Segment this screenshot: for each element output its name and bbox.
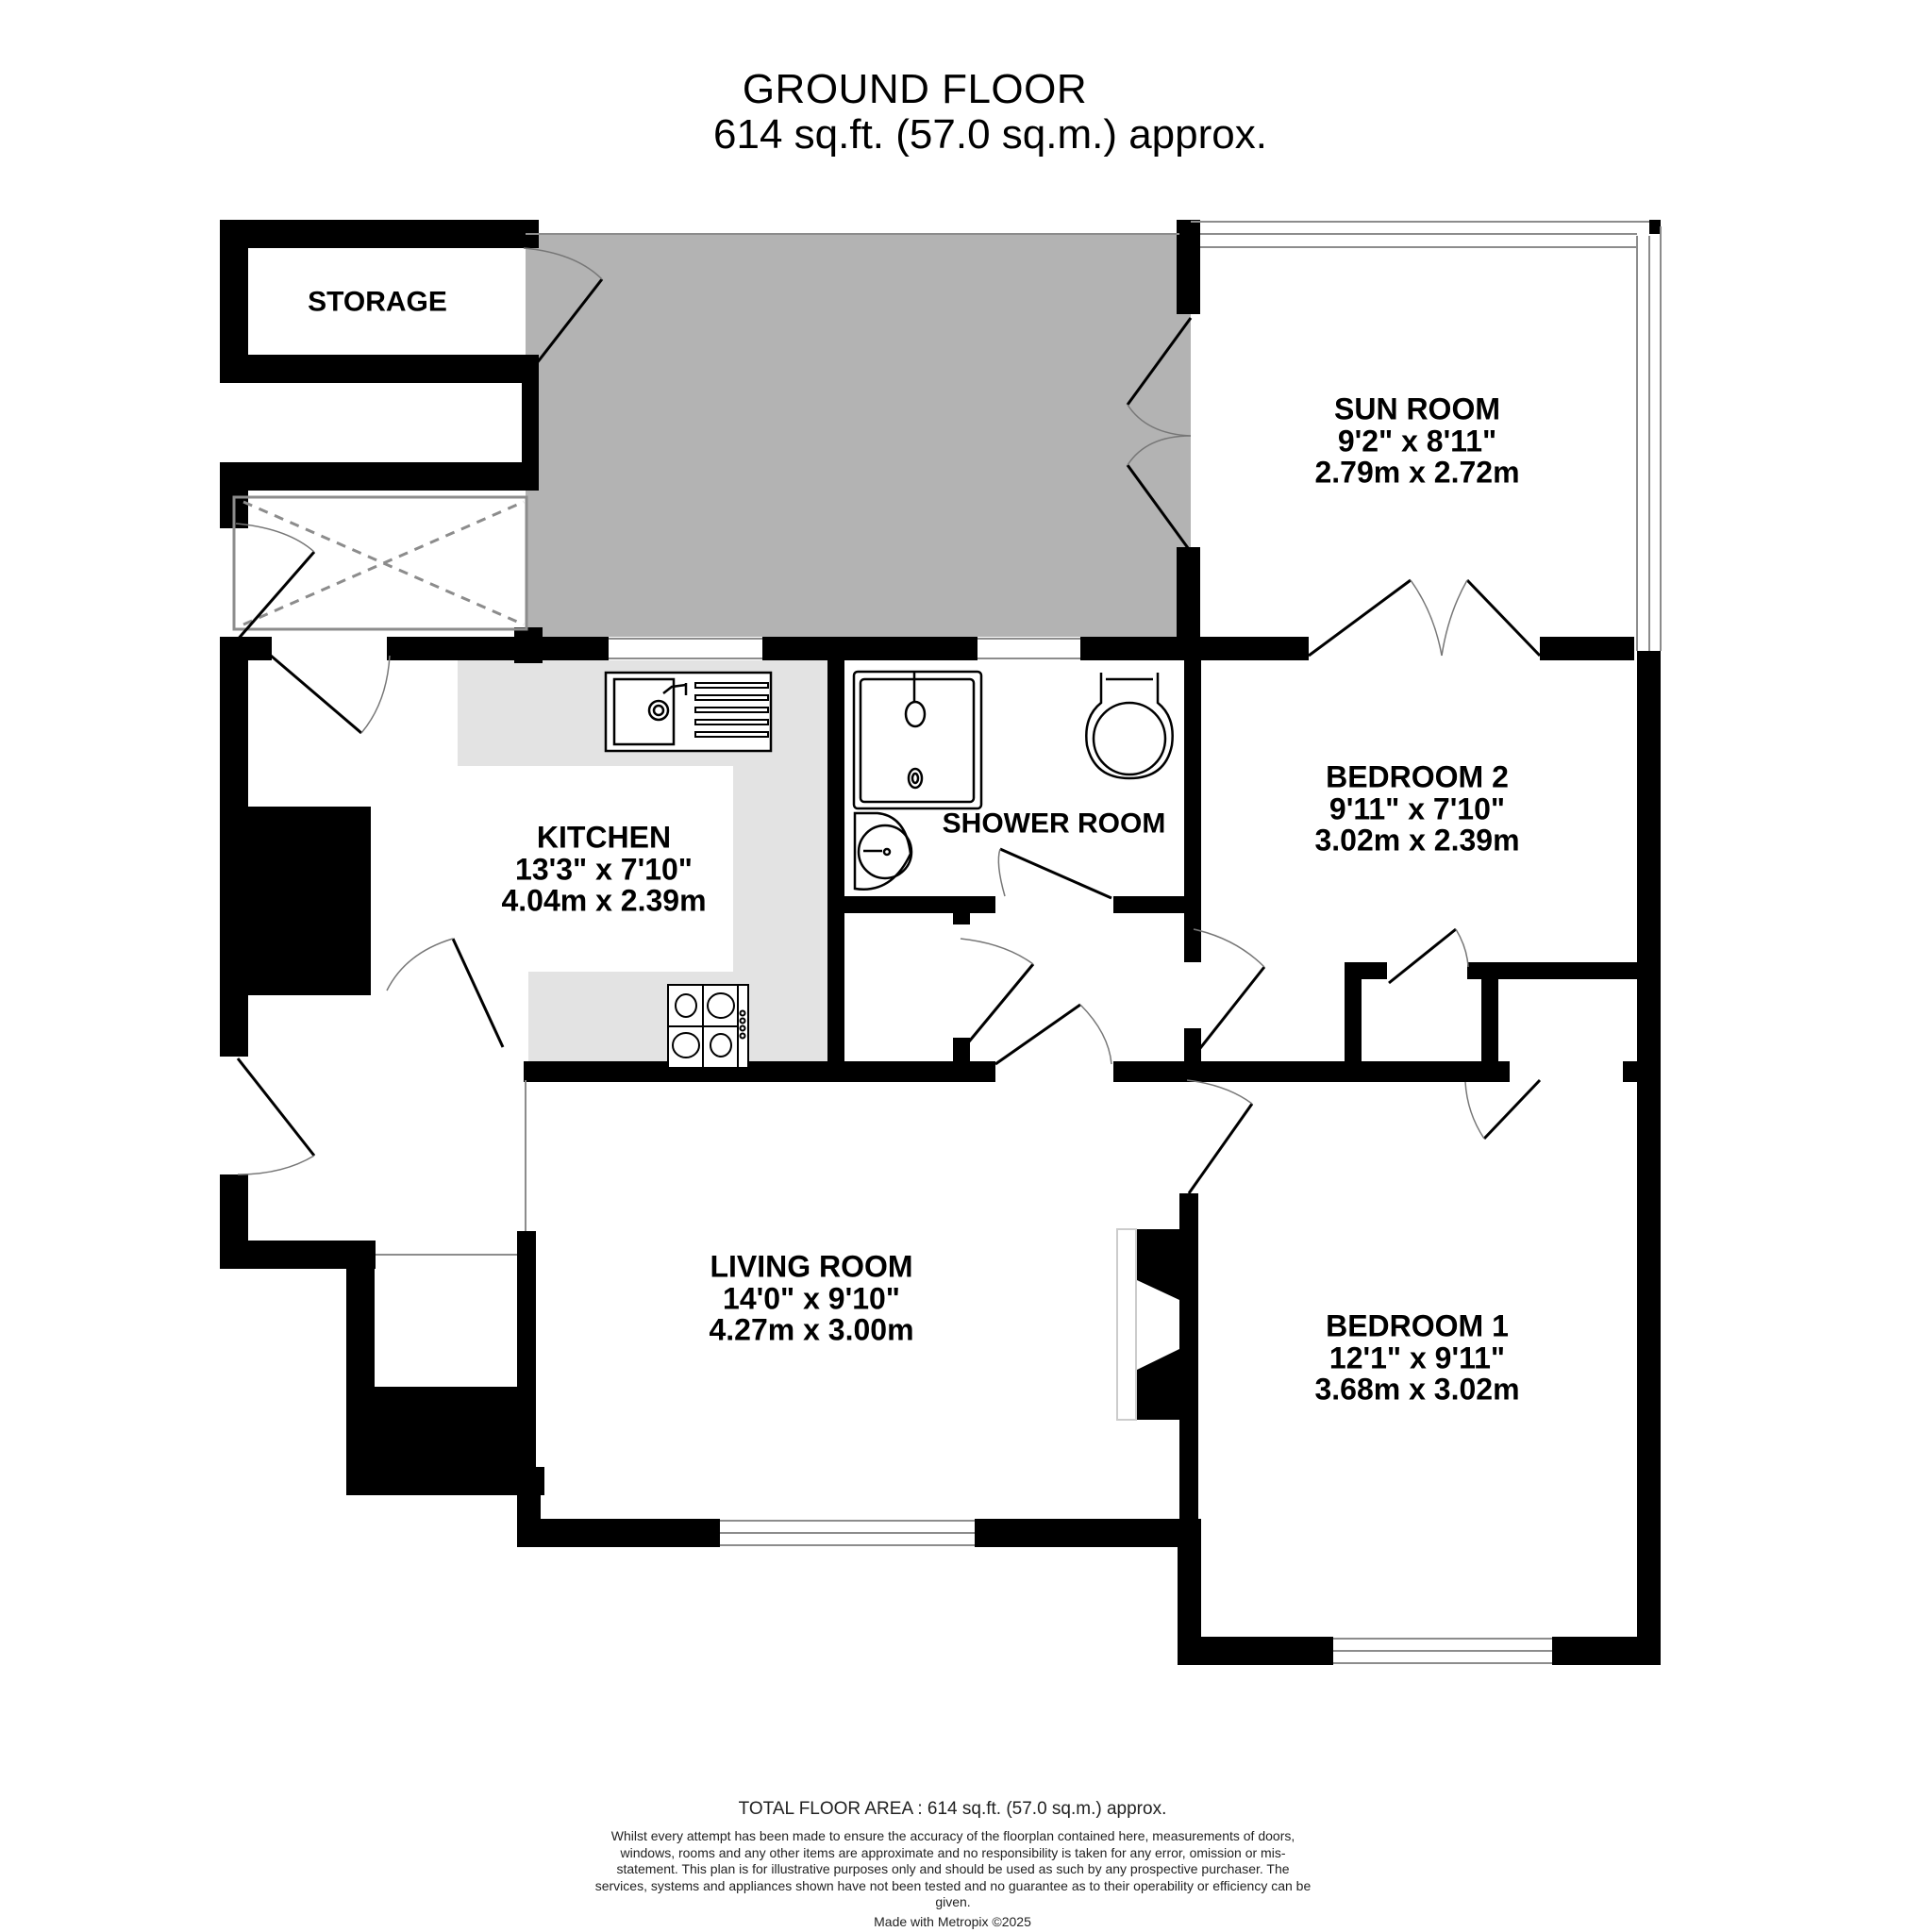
sun-room-french-doors [1126, 317, 1193, 553]
floor-area-subtitle: 614 sq.ft. (57.0 sq.m.) approx. [713, 111, 1267, 158]
toilet-icon [1085, 673, 1174, 780]
windows [376, 221, 1662, 1664]
sun-room-top-window [1191, 221, 1649, 248]
room-label-storage: STORAGE [308, 287, 447, 317]
lean-to-side-door [234, 523, 316, 642]
floor-title: GROUND FLOOR [742, 66, 1088, 112]
room-dimensions-metric: 4.04m x 2.39m [501, 883, 707, 918]
room-dimensions-metric: 3.02m x 2.39m [1314, 823, 1520, 858]
shower-tray-icon [852, 670, 983, 810]
storage-door [523, 247, 604, 369]
skylight-void [232, 495, 528, 631]
room-dimensions-imperial: 13'3" x 7'10" [515, 852, 693, 887]
bedroom1-door [1464, 1078, 1542, 1141]
wash-basin-icon [853, 811, 913, 891]
hob-icon [667, 984, 749, 1069]
room-dimensions-metric: 2.79m x 2.72m [1314, 455, 1520, 490]
room-name: SUN ROOM [1333, 391, 1500, 426]
room-label-bedroom-1: BEDROOM 1 12'1" x 9'11" 3.68m x 3.02m [1314, 1308, 1520, 1407]
hall-door [994, 1003, 1112, 1066]
kitchen-hall-door [386, 938, 505, 1048]
doors [234, 247, 1542, 1194]
front-door [236, 1058, 316, 1175]
kitchen-window [609, 638, 762, 659]
room-label-shower-room: SHOWER ROOM [943, 808, 1166, 839]
room-name: KITCHEN [536, 820, 672, 855]
shower-room-door [997, 847, 1112, 900]
room-dimensions-imperial: 9'2" x 8'11" [1337, 424, 1497, 458]
bedroom1-window [1333, 1638, 1552, 1664]
shower-window [978, 638, 1080, 659]
footer-credit: Made with Metropix ©2025 [874, 1914, 1031, 1929]
room-dimensions-imperial: 12'1" x 9'11" [1328, 1341, 1506, 1375]
room-dimensions-metric: 4.27m x 3.00m [709, 1312, 914, 1347]
room-dimensions-metric: 3.68m x 3.02m [1314, 1372, 1520, 1407]
footer-disclaimer: Whilst every attempt has been made to en… [594, 1828, 1312, 1909]
room-label-bedroom-2: BEDROOM 2 9'11" x 7'10" 3.02m x 2.39m [1314, 759, 1520, 858]
room-label-living-room: LIVING ROOM 14'0" x 9'10" 4.27m x 3.00m [709, 1249, 914, 1347]
room-name: BEDROOM 2 [1326, 759, 1509, 794]
room-dimensions-imperial: 14'0" x 9'10" [723, 1281, 900, 1316]
room-name: BEDROOM 1 [1326, 1308, 1509, 1343]
room-name: SHOWER ROOM [942, 808, 1166, 840]
room-label-sun-room: SUN ROOM 9'2" x 8'11" 2.79m x 2.72m [1314, 391, 1520, 490]
kitchen-sink-icon [604, 671, 773, 753]
room-dimensions-imperial: 9'11" x 7'10" [1328, 791, 1506, 826]
living-to-bedroom1-door [1186, 1079, 1254, 1194]
kitchen-back-door [270, 654, 391, 735]
bedroom2-door [1192, 928, 1266, 1058]
bedroom2-closet-door [1388, 927, 1469, 985]
living-room-window [720, 1520, 975, 1546]
room-label-kitchen: KITCHEN 13'3" x 7'10" 4.04m x 2.39m [501, 820, 707, 918]
room-name: LIVING ROOM [710, 1249, 913, 1284]
lean-to-area [526, 233, 1191, 637]
walls [220, 220, 1661, 1665]
cupboard-door [959, 938, 1035, 1053]
fireplace-icon [1116, 1228, 1179, 1421]
footer-total-area: TOTAL FLOOR AREA : 614 sq.ft. (57.0 sq.m… [738, 1799, 1167, 1819]
sun-room-right-window [1636, 226, 1662, 651]
bedroom2-french-doors [1308, 578, 1542, 658]
room-name: STORAGE [308, 286, 447, 318]
